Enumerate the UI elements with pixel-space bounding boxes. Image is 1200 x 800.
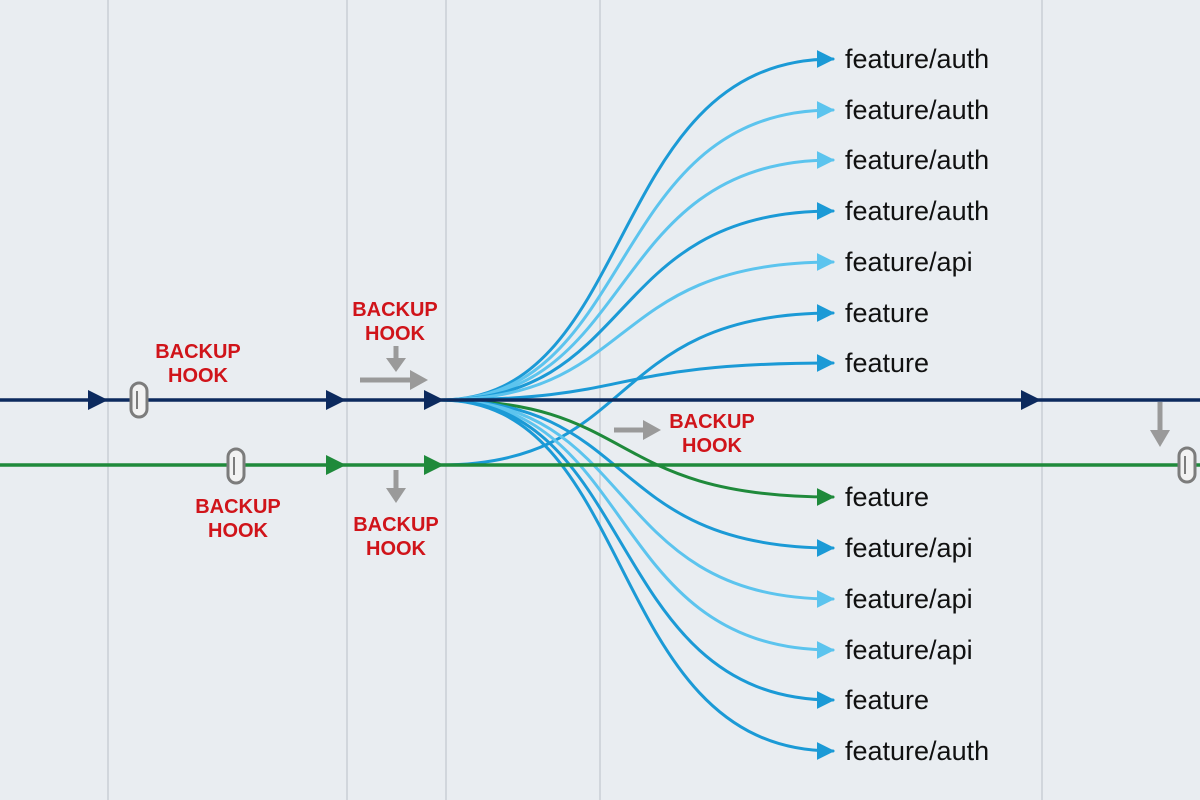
branch-label: feature/auth (845, 95, 989, 125)
branch-label: feature/auth (845, 736, 989, 766)
branch-curve (438, 398, 835, 760)
branch-curve (438, 398, 835, 506)
branch-label: feature (845, 298, 929, 328)
branch-curve (438, 354, 835, 402)
green-line-arrowhead (326, 455, 346, 475)
branch-labels: feature/auth feature/auth feature/auth feat… (845, 44, 989, 766)
branch-curve (438, 151, 835, 402)
green-line-arrows (326, 455, 444, 475)
gray-down-arrow-icon (1150, 402, 1170, 447)
branch-curve (438, 398, 835, 557)
gray-down-arrow-icon (386, 470, 406, 503)
gray-right-arrow-icon (360, 370, 428, 390)
branch-curve (438, 398, 835, 608)
main-line-arrows (88, 390, 1041, 410)
branch-label: feature/api (845, 584, 973, 614)
branch-label: feature/api (845, 247, 973, 277)
branch-label: feature/auth (845, 145, 989, 175)
branch-curve (438, 50, 835, 402)
branch-curve (438, 398, 835, 659)
main-line-arrowhead (1021, 390, 1041, 410)
branch-curve (438, 398, 835, 709)
green-line-arrowhead (424, 455, 444, 475)
branch-label: feature/api (845, 635, 973, 665)
main-line-arrowhead (326, 390, 346, 410)
gray-right-arrow-icon (614, 420, 661, 440)
gray-down-arrow-icon (386, 346, 406, 372)
carabiner-icon (226, 447, 246, 485)
main-line-arrowhead (88, 390, 108, 410)
branch-label: feature (845, 685, 929, 715)
branch-curve (438, 202, 835, 402)
branch-curve (438, 304, 835, 467)
branch-label: feature (845, 482, 929, 512)
main-line-arrowhead (424, 390, 444, 410)
branch-label: feature/auth (845, 44, 989, 74)
branch-curve (438, 253, 835, 402)
branch-curves (438, 50, 835, 760)
branch-label: feature/auth (845, 196, 989, 226)
branch-label: feature (845, 348, 929, 378)
branch-label: feature/api (845, 533, 973, 563)
carabiner-icon (129, 381, 149, 419)
branch-curve (438, 101, 835, 402)
gray-arrows (360, 346, 1170, 503)
carabiner-icon (1177, 446, 1197, 484)
